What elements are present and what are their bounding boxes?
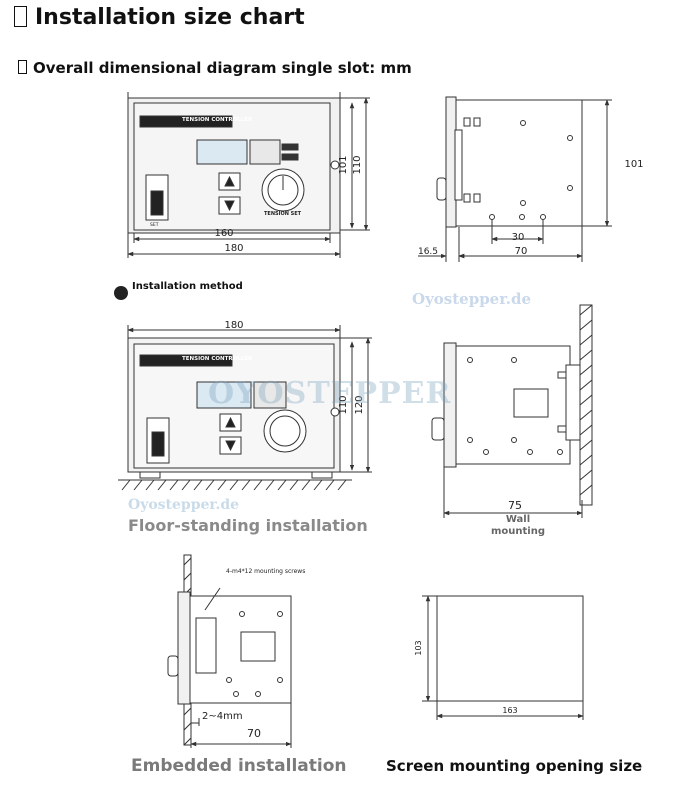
caption-screen: Screen mounting opening size	[386, 757, 643, 775]
watermark-2: Oyostepper.de	[128, 497, 240, 513]
slot-label: SET	[150, 222, 159, 228]
panel-label-bar	[139, 115, 233, 128]
caption-floor: Floor-standing installation	[128, 516, 368, 535]
dim-floor-outer-height: 120	[354, 395, 365, 414]
panel-label: TENSION CONTROLLER	[182, 117, 253, 123]
dim-side-hole-spacing: 30	[512, 232, 525, 243]
dim-embed-depth: 70	[247, 727, 261, 740]
watermark: Oyostepper.de	[412, 290, 532, 308]
bullet-icon	[114, 286, 128, 300]
floor-standing-diagram	[118, 325, 372, 491]
dim-side-height: 101	[624, 159, 643, 170]
dim-front-outer-height: 110	[352, 155, 363, 174]
dim-side-front-offset: 16.5	[418, 247, 438, 257]
side-view-diagram	[418, 96, 612, 262]
missing-glyph-icon	[18, 60, 27, 74]
dim-floor-width: 180	[224, 320, 243, 331]
dim-side-depth: 70	[515, 246, 528, 257]
dim-front-outer-width: 180	[224, 243, 243, 254]
dim-opening-width: 163	[502, 706, 517, 715]
page-title: Installation size chart	[14, 5, 305, 30]
screen-opening-diagram	[422, 595, 584, 720]
dim-opening-height: 103	[414, 640, 423, 655]
install-method-label: Installation method	[114, 281, 243, 300]
panel-label-2: TENSION CONTROLLER	[182, 356, 253, 362]
knob-label: TENSION SET	[264, 211, 302, 217]
wall-mount-diagram	[431, 304, 593, 518]
dim-embed-gap: 2~4mm	[202, 711, 243, 722]
caption-wall: Wall mounting	[491, 514, 546, 537]
dim-front-inner-width: 160	[214, 228, 233, 239]
embedded-diagram	[167, 554, 292, 748]
watermark-center: OYOSTEPPER	[208, 376, 452, 411]
dim-floor-inner-height: 110	[338, 395, 349, 414]
page-title-text: Installation size chart	[35, 5, 305, 30]
section-subtitle: Overall dimensional diagram single slot:…	[18, 59, 412, 77]
dim-front-inner-height: 101	[338, 155, 349, 174]
install-method-text: Installation method	[132, 281, 243, 292]
screw-note: 4-m4*12 mounting screws	[226, 568, 305, 575]
section-subtitle-text: Overall dimensional diagram single slot:…	[33, 59, 412, 77]
missing-glyph-icon	[14, 5, 27, 27]
front-view-diagram	[127, 92, 370, 258]
caption-embedded: Embedded installation	[131, 756, 347, 776]
dim-wall-depth: 75	[508, 499, 522, 512]
